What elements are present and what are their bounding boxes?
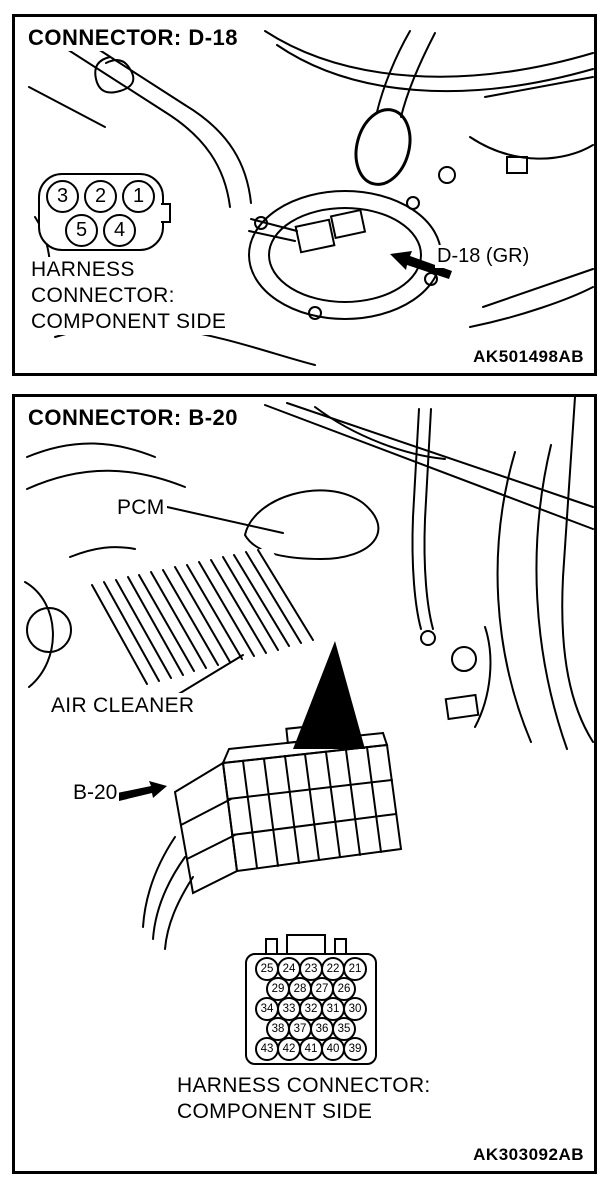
engine-bay-lines [24,397,594,750]
d18-connector-face: 3 2 1 5 4 [38,173,171,251]
air-cleaner-label: AIR CLEANER [49,693,197,719]
pcm-drawing [166,489,380,561]
pcm-label: PCM [115,495,167,521]
pin-row-3: 34 33 32 31 30 [248,997,374,1021]
panel-title-d18: CONNECTOR: D-18 [25,25,242,51]
pin-43: 43 [255,1037,279,1061]
pin-1: 1 [122,180,155,213]
harness-side-label-line3: COMPONENT SIDE [29,309,229,335]
b20-callout-label: B-20 [71,781,120,805]
harness-side-label-line2: COMPONENT SIDE [175,1099,375,1125]
figure-panel-d18: CONNECTOR: D-18 3 2 1 5 4 HARNESS CONNEC… [12,14,597,376]
d18-face-keying-tab [161,203,171,223]
pcm-pointer-line [166,506,284,534]
air-cleaner-drawing [80,547,325,696]
b20-connector-face: 25 24 23 22 21 29 28 27 26 34 33 32 31 3… [245,953,377,1065]
harness-side-label-line2: CONNECTOR: [29,283,177,309]
pin-39: 39 [343,1037,367,1061]
panel-title-b20: CONNECTOR: B-20 [25,405,242,431]
d18-callout-label: D-18 (GR) [435,245,532,268]
harness-side-label-line1: HARNESS CONNECTOR: [175,1073,433,1099]
engine-line-art-b20 [24,397,594,950]
pin-33: 33 [277,997,301,1021]
figure-ref-code-d18: AK501498AB [471,347,586,367]
d18-pointer-arrow [390,251,452,279]
pin-5: 5 [65,214,98,247]
harness-side-label-line1: HARNESS [29,257,137,283]
air-cleaner-pointer-line [176,654,244,696]
pin-row-1: 25 24 23 22 21 [248,957,374,981]
pin-4: 4 [103,214,136,247]
pin-row-5: 43 42 41 40 39 [248,1037,374,1061]
pin-41: 41 [299,1037,323,1061]
b20-pointer-arrow [117,781,167,801]
figure-ref-code-b20: AK303092AB [471,1145,586,1165]
pin-2: 2 [84,180,117,213]
fuel-pump-assembly [248,30,442,320]
figure-panel-b20: CONNECTOR: B-20 PCM AIR CLEANER B-20 25 … [12,394,597,1174]
pin-3: 3 [46,180,79,213]
b20-connector-drawing [142,724,403,950]
pin-40: 40 [321,1037,345,1061]
b20-location-triangle [293,641,365,749]
pin-42: 42 [277,1037,301,1061]
